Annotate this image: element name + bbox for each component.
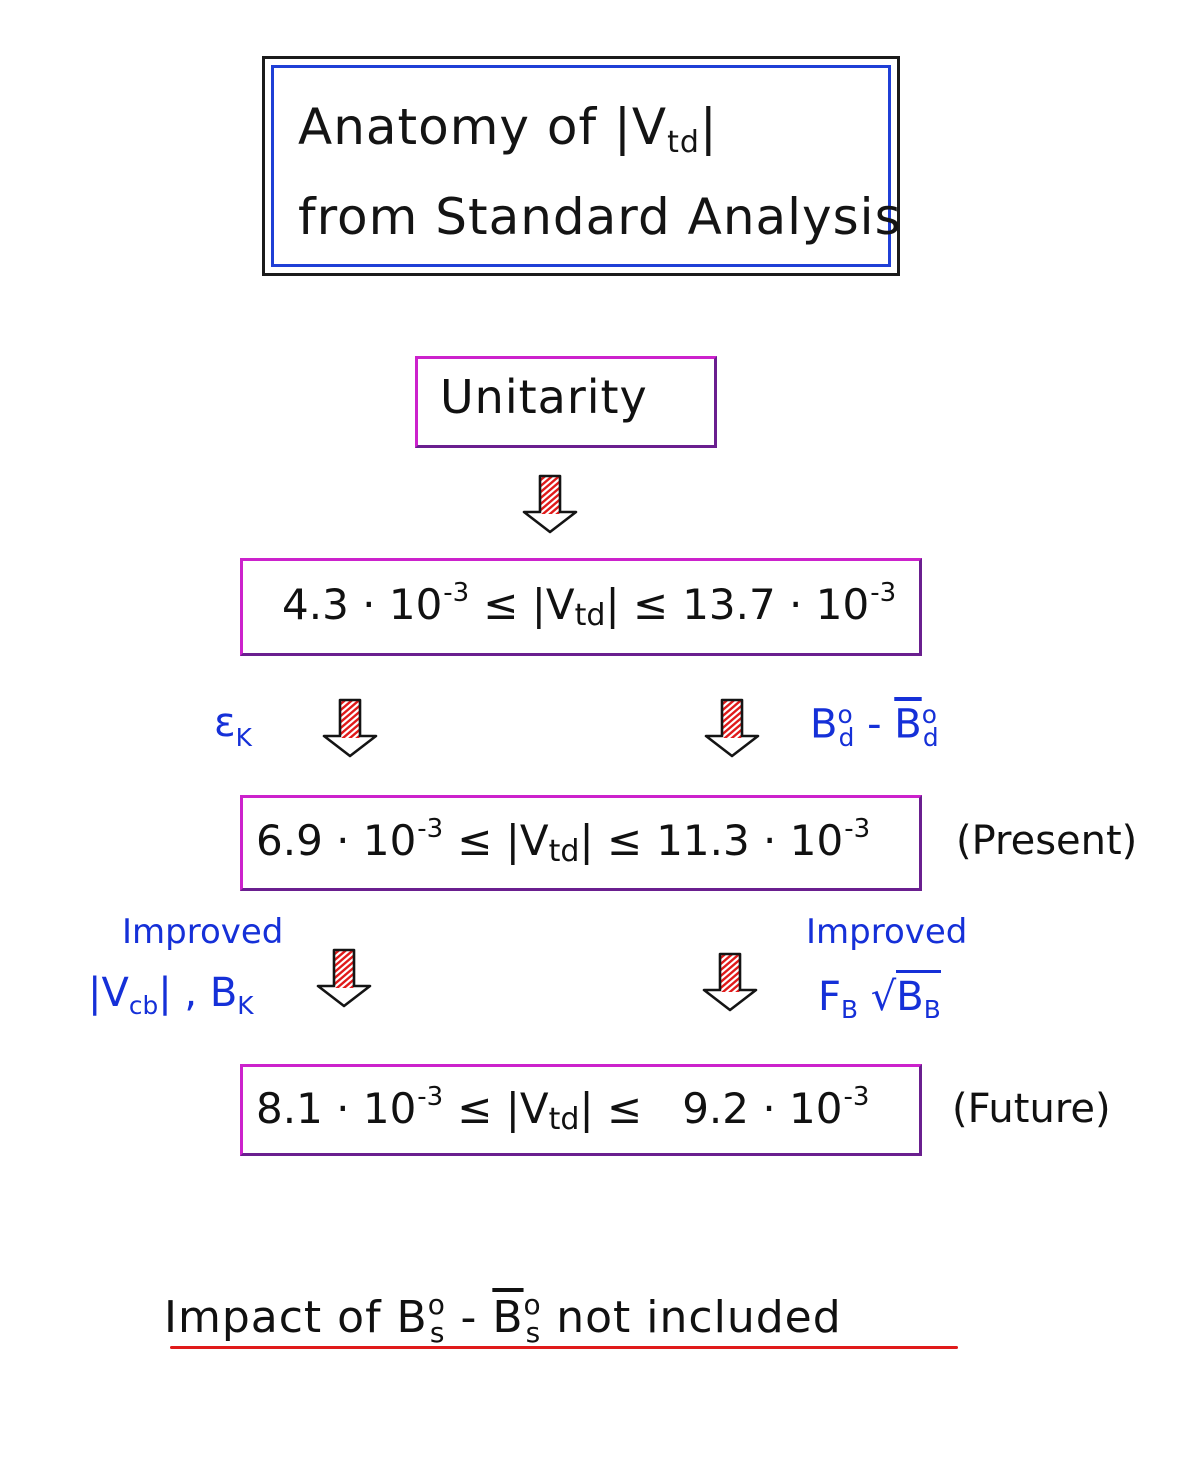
footer-text-after: not included	[541, 1292, 842, 1343]
range-lower-mantissa: 4.3 · 10	[282, 580, 443, 629]
range-vtd: ≤ |V	[483, 580, 575, 629]
range-vtd-subscript: td	[574, 598, 606, 633]
footer-bs-superscript: o	[427, 1288, 446, 1321]
unitarity-label: Unitarity	[440, 370, 648, 424]
title-bar: |	[699, 98, 718, 156]
range-lower-exponent: -3	[417, 814, 444, 844]
range-box-unitarity	[240, 558, 922, 656]
hatched-down-arrow-icon	[522, 474, 578, 534]
title-text: Anatomy of |V	[298, 98, 668, 156]
bd-mixing-label: Bod - Bod	[810, 700, 939, 752]
footer-underline	[170, 1346, 958, 1349]
hatched-down-arrow-icon	[316, 948, 372, 1008]
title-line-2: from Standard Analysis	[298, 188, 902, 246]
range-upper-mantissa: 13.7 · 10	[682, 580, 870, 629]
bd-subscript: d	[838, 723, 855, 753]
range-lower-exponent: -3	[443, 578, 470, 608]
bd-bar-superscript: o	[921, 700, 937, 729]
footer-dash: -	[445, 1292, 493, 1343]
range-upper-exponent: -3	[843, 1082, 870, 1112]
bd-superscript: o	[837, 700, 853, 729]
range-upper-exponent: -3	[844, 814, 871, 844]
fb-symbol: F	[818, 974, 842, 1020]
bd-bar-symbol: B	[894, 701, 922, 748]
bd-bar-subscript: d	[922, 723, 939, 753]
hatched-down-arrow-icon	[322, 698, 378, 758]
range-upper-mantissa: 9.2 · 10	[682, 1084, 843, 1133]
range-upper-exponent: -3	[870, 578, 897, 608]
title-box-inner-border	[271, 65, 891, 267]
range-present: 6.9 · 10-3≤ |Vtd| ≤11.3 · 10-3	[256, 814, 870, 869]
unitarity-box	[415, 356, 717, 448]
range-future: 8.1 · 10-3≤ |Vtd| ≤9.2 · 10-3	[256, 1082, 869, 1137]
fb-sqrt-bb-label: FB √BB	[818, 970, 941, 1024]
hatched-down-arrow-icon	[702, 952, 758, 1012]
bb-symbol: B	[896, 974, 924, 1020]
bb-subscript: B	[923, 995, 941, 1024]
sqrt-icon: √	[870, 974, 897, 1020]
range-relation: | ≤	[605, 580, 669, 629]
vcb-bk-separator: | , B	[158, 970, 238, 1016]
title-box	[262, 56, 900, 276]
title-subscript: td	[667, 125, 700, 160]
footer-note: Impact of Bos - Bos not included	[164, 1288, 842, 1349]
range-vtd-subscript: td	[548, 834, 580, 869]
range-lower-mantissa: 6.9 · 10	[256, 816, 417, 865]
epsilon-symbol: ε	[214, 700, 236, 746]
footer-text-before: Impact of B	[164, 1292, 428, 1343]
present-note: (Present)	[956, 818, 1138, 864]
range-lower-mantissa: 8.1 · 10	[256, 1084, 417, 1133]
range-lower-exponent: -3	[417, 1082, 444, 1112]
fb-subscript: B	[841, 995, 859, 1024]
range-vtd: ≤ |V	[457, 1084, 549, 1133]
title-line-1: Anatomy of |Vtd|	[298, 98, 718, 160]
range-box-present	[240, 795, 922, 891]
epsilon-subscript: K	[235, 723, 252, 752]
footer-bs-bar: B	[492, 1292, 524, 1343]
footer-bs-bar-superscript: o	[523, 1288, 542, 1321]
bd-symbol: B	[810, 701, 838, 748]
footer-bs-bar-subscript: s	[525, 1316, 542, 1349]
range-vtd-subscript: td	[548, 1102, 580, 1137]
improved-left-label: Improved	[122, 912, 284, 952]
future-note: (Future)	[952, 1086, 1111, 1132]
range-relation: | ≤	[579, 816, 643, 865]
vcb-symbol: |V	[88, 970, 129, 1016]
range-upper-mantissa: 11.3 · 10	[656, 816, 844, 865]
vcb-bk-label: |Vcb| , BK	[88, 970, 254, 1020]
range-box-future	[240, 1064, 922, 1156]
vcb-subscript: cb	[128, 991, 159, 1020]
footer-bs-subscript: s	[429, 1316, 446, 1349]
range-vtd: ≤ |V	[457, 816, 549, 865]
bk-subscript: K	[237, 991, 254, 1020]
improved-right-label: Improved	[806, 912, 968, 952]
epsilon-k-label: εK	[214, 700, 252, 752]
range-unitarity: 4.3 · 10-3≤ |Vtd| ≤13.7 · 10-3	[282, 578, 896, 633]
bd-dash: -	[854, 701, 895, 748]
range-relation: | ≤	[579, 1084, 643, 1133]
hatched-down-arrow-icon	[704, 698, 760, 758]
